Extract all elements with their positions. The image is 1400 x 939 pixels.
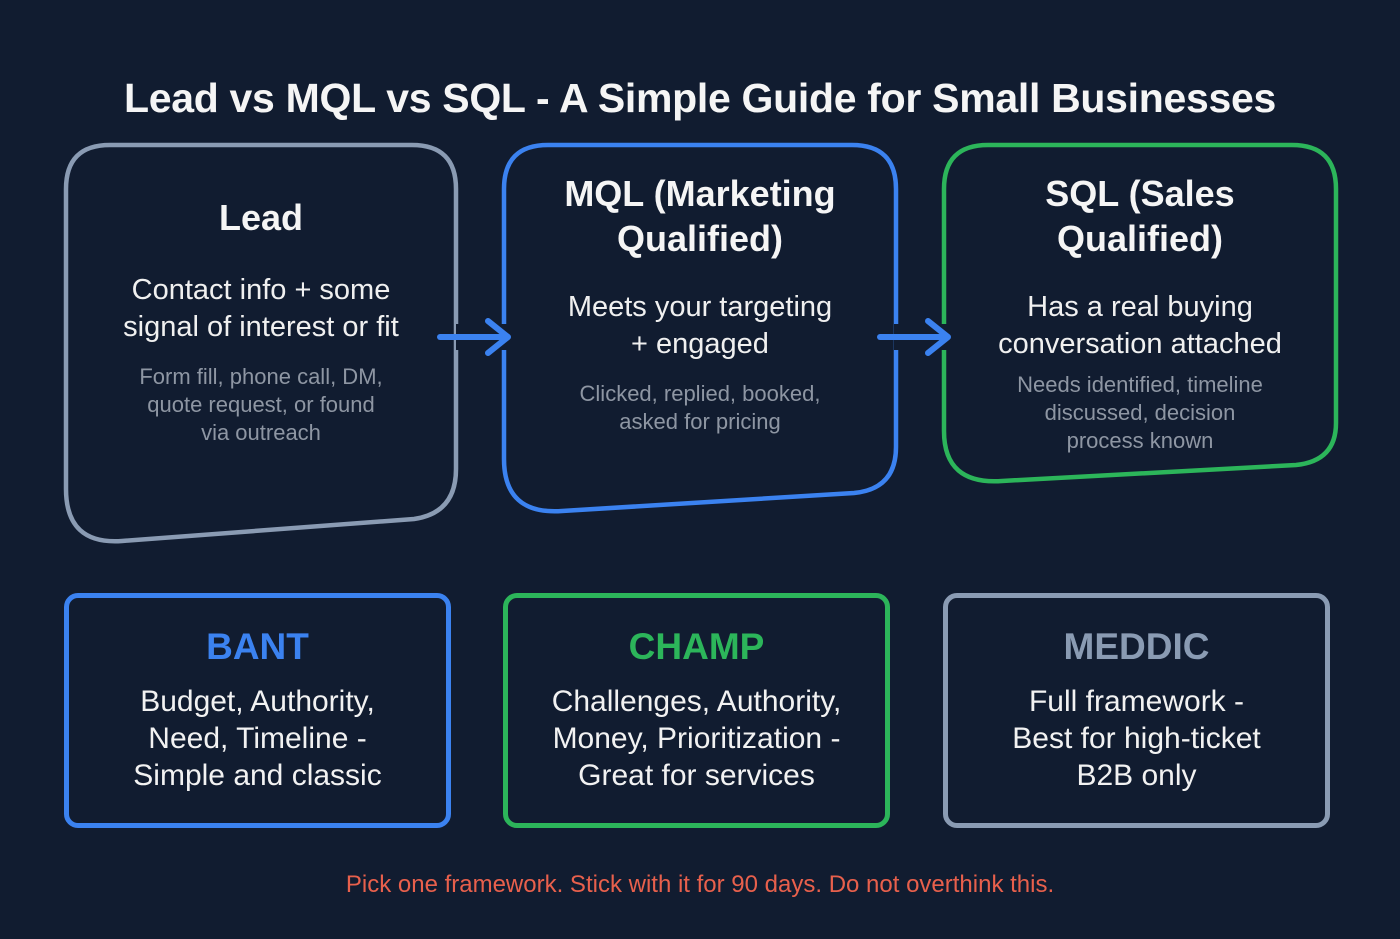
arrow-right-icon [877,318,951,356]
stage-examples-sql: Needs identified, timeline discussed, de… [1017,372,1263,453]
framework-card-champ: CHAMP Challenges, Authority, Money, Prio… [503,593,890,828]
stage-description-sql: Has a real buying conversation attached [998,291,1282,360]
stage-card-sql: SQL (Sales Qualified) Has a real buying … [941,142,1339,485]
framework-description-bant: Budget, Authority, Need, Timeline - Simp… [133,685,382,792]
framework-card-bant: BANT Budget, Authority, Need, Timeline -… [64,593,451,828]
card-outline-mql [501,142,899,514]
page-title: Lead vs MQL vs SQL - A Simple Guide for … [123,75,1277,122]
stage-description-lead: Contact info + some signal of interest o… [123,274,399,343]
stage-content-sql: SQL (Sales Qualified) Has a real buying … [942,171,1338,455]
card-outline-sql [941,142,1339,484]
footer-note: Pick one framework. Stick with it for 90… [345,871,1055,898]
framework-name-champ: CHAMP [628,626,765,667]
stage-content-lead: Lead Contact info + some signal of inter… [64,195,458,447]
framework-description-champ: Challenges, Authority, Money, Prioritiza… [551,685,842,792]
stage-examples-lead: Form fill, phone call, DM, quote request… [139,364,383,445]
framework-description-meddic: Full framework - Best for high-ticket B2… [1012,685,1261,792]
stage-title-sql: SQL (Sales Qualified) [1045,173,1235,259]
stage-card-lead: Lead Contact info + some signal of inter… [63,142,459,545]
framework-name-bant: BANT [206,626,309,667]
framework-card-meddic: MEDDIC Full framework - Best for high-ti… [943,593,1330,828]
framework-name-meddic: MEDDIC [1063,626,1210,667]
stage-description-mql: Meets your targeting + engaged [567,291,833,360]
stage-title-lead: Lead [218,197,304,238]
stage-card-mql: MQL (Marketing Qualified) Meets your tar… [501,142,899,515]
stage-examples-mql: Clicked, replied, booked, asked for pric… [579,381,821,434]
arrow-right-icon [437,318,511,356]
stage-content-mql: MQL (Marketing Qualified) Meets your tar… [502,171,898,436]
stage-title-mql: MQL (Marketing Qualified) [564,173,836,259]
card-outline-lead [63,142,459,544]
